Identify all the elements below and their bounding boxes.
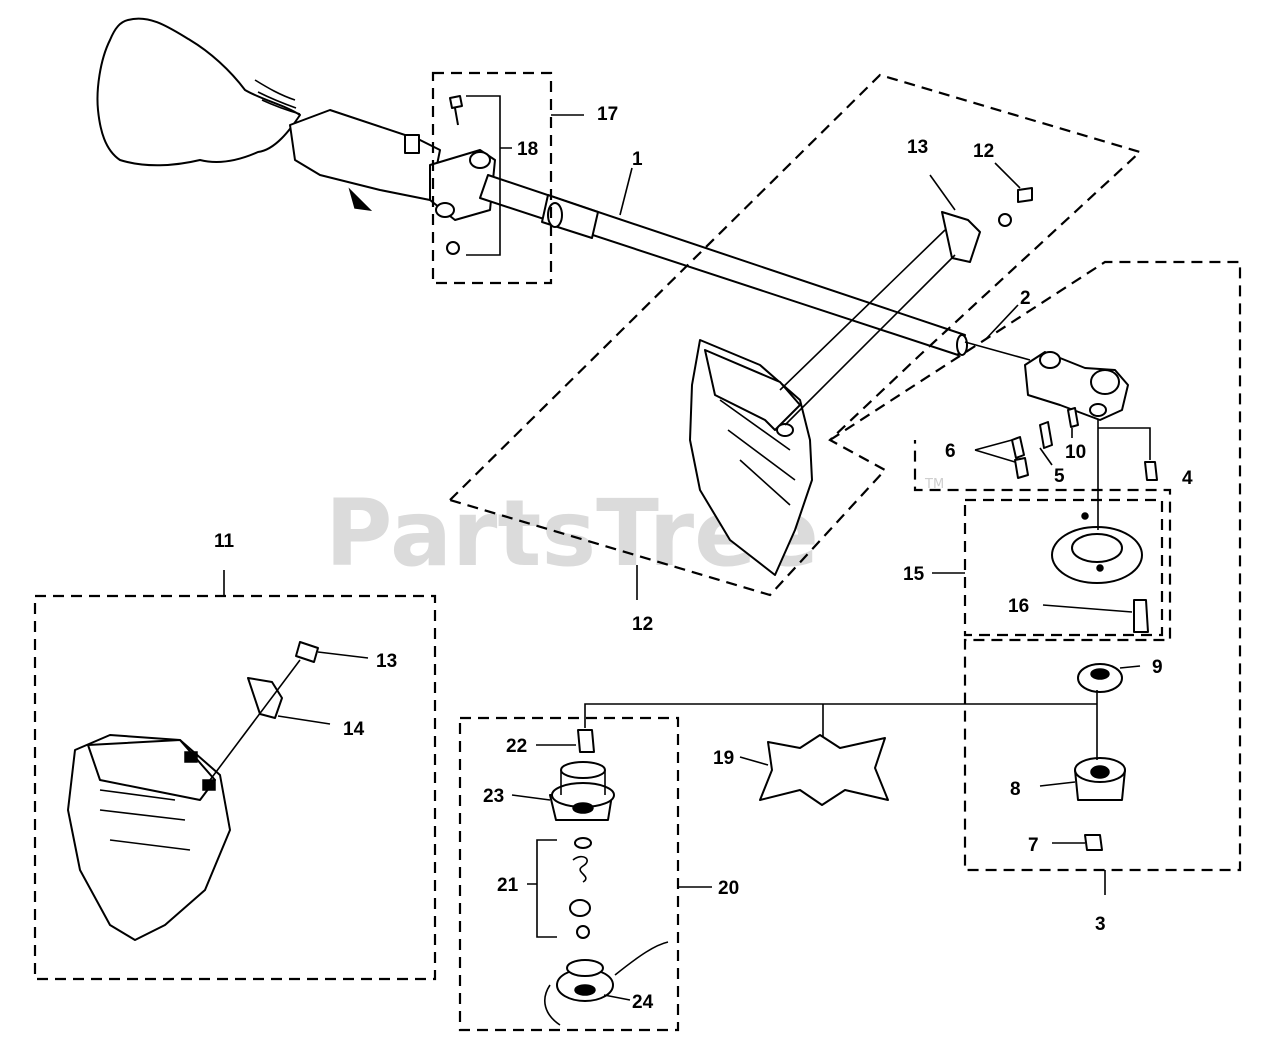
box-20 <box>458 716 680 1032</box>
arbor-plate-15 <box>1051 512 1143 584</box>
callout-22: 22 <box>506 736 527 757</box>
screw-10 <box>1067 407 1079 428</box>
adapter-22 <box>577 729 595 753</box>
spool-housing-23 <box>549 761 615 821</box>
engine-outline <box>96 17 301 167</box>
leader-13-bottom <box>317 651 369 659</box>
guard-11 <box>67 734 231 941</box>
callout-14: 14 <box>343 719 365 740</box>
callout-12-top: 12 <box>973 141 994 162</box>
leader-16 <box>1042 604 1133 613</box>
callout-5: 5 <box>1054 466 1065 487</box>
callout-24: 24 <box>632 992 654 1013</box>
leader-2 <box>984 304 1019 341</box>
leader-19 <box>739 756 769 766</box>
screw-12-top <box>1017 187 1033 203</box>
leader-4 <box>1098 427 1151 460</box>
callout-1: 1 <box>632 149 643 170</box>
callout-19: 19 <box>713 748 734 769</box>
gearhead <box>1024 351 1129 421</box>
callout-15: 15 <box>903 564 925 585</box>
leader-1 <box>619 167 633 216</box>
leader-guard-bracket-2 <box>779 229 946 391</box>
leader-13-top <box>929 174 956 211</box>
callout-20: 20 <box>718 878 739 899</box>
watermark-tm: TM <box>924 477 944 492</box>
blade-19 <box>759 734 889 806</box>
bolt-4 <box>1144 461 1158 481</box>
guard-12 <box>689 339 813 576</box>
leader-14 <box>277 715 331 725</box>
callout-6: 6 <box>945 441 956 462</box>
nut-7 <box>1084 834 1103 851</box>
shaft-2 <box>964 341 1031 361</box>
callout-16: 16 <box>1008 596 1029 617</box>
callout-21: 21 <box>497 875 519 896</box>
callout-17: 17 <box>597 104 618 125</box>
leader-23 <box>511 794 551 801</box>
nut-18-bottom <box>446 241 460 255</box>
gearhead-box <box>829 260 1242 872</box>
callout-11: 11 <box>214 531 235 552</box>
callout-4: 4 <box>1182 468 1193 489</box>
screw-13-bottom <box>295 641 319 663</box>
nut-16 <box>1133 599 1149 633</box>
box-15 <box>963 498 1164 637</box>
leader-8 <box>1039 781 1076 787</box>
box-17 <box>431 71 553 285</box>
leader-6 <box>974 439 1016 463</box>
spring-21 <box>569 837 592 939</box>
guard-kit-box <box>447 73 1143 597</box>
bracket-13-top <box>941 211 981 263</box>
leader-guard-bracket <box>784 254 956 426</box>
callout-2: 2 <box>1020 288 1031 309</box>
callout-13-top: 13 <box>907 137 928 158</box>
bracket-18 <box>466 95 512 256</box>
leader-12-top <box>994 162 1021 189</box>
callout-13-bottom: 13 <box>376 651 397 672</box>
box-11 <box>33 594 437 981</box>
callout-10: 10 <box>1065 442 1086 463</box>
engine-wires <box>254 79 301 115</box>
leader-screw-guard <box>209 659 301 781</box>
callout-12-bottom: 12 <box>632 614 653 635</box>
leader-5 <box>1039 447 1053 466</box>
nut-12-top <box>998 213 1012 227</box>
cup-8 <box>1074 757 1126 801</box>
handle-housing <box>289 109 496 221</box>
callout-9: 9 <box>1152 657 1163 678</box>
callout-23: 23 <box>483 786 504 807</box>
bracket-14 <box>247 677 283 719</box>
washer-9 <box>1077 663 1123 693</box>
bracket-21 <box>527 839 557 938</box>
spool-24 <box>544 941 669 1026</box>
shaft-1 <box>479 174 968 356</box>
leader-9 <box>1119 665 1141 669</box>
screws-5-6 <box>1011 421 1053 479</box>
callout-3: 3 <box>1095 914 1106 935</box>
callout-18: 18 <box>517 139 538 160</box>
screw-18-top <box>449 95 463 126</box>
callout-7: 7 <box>1028 835 1039 856</box>
callout-8: 8 <box>1010 779 1021 800</box>
leader-24 <box>603 994 631 1001</box>
